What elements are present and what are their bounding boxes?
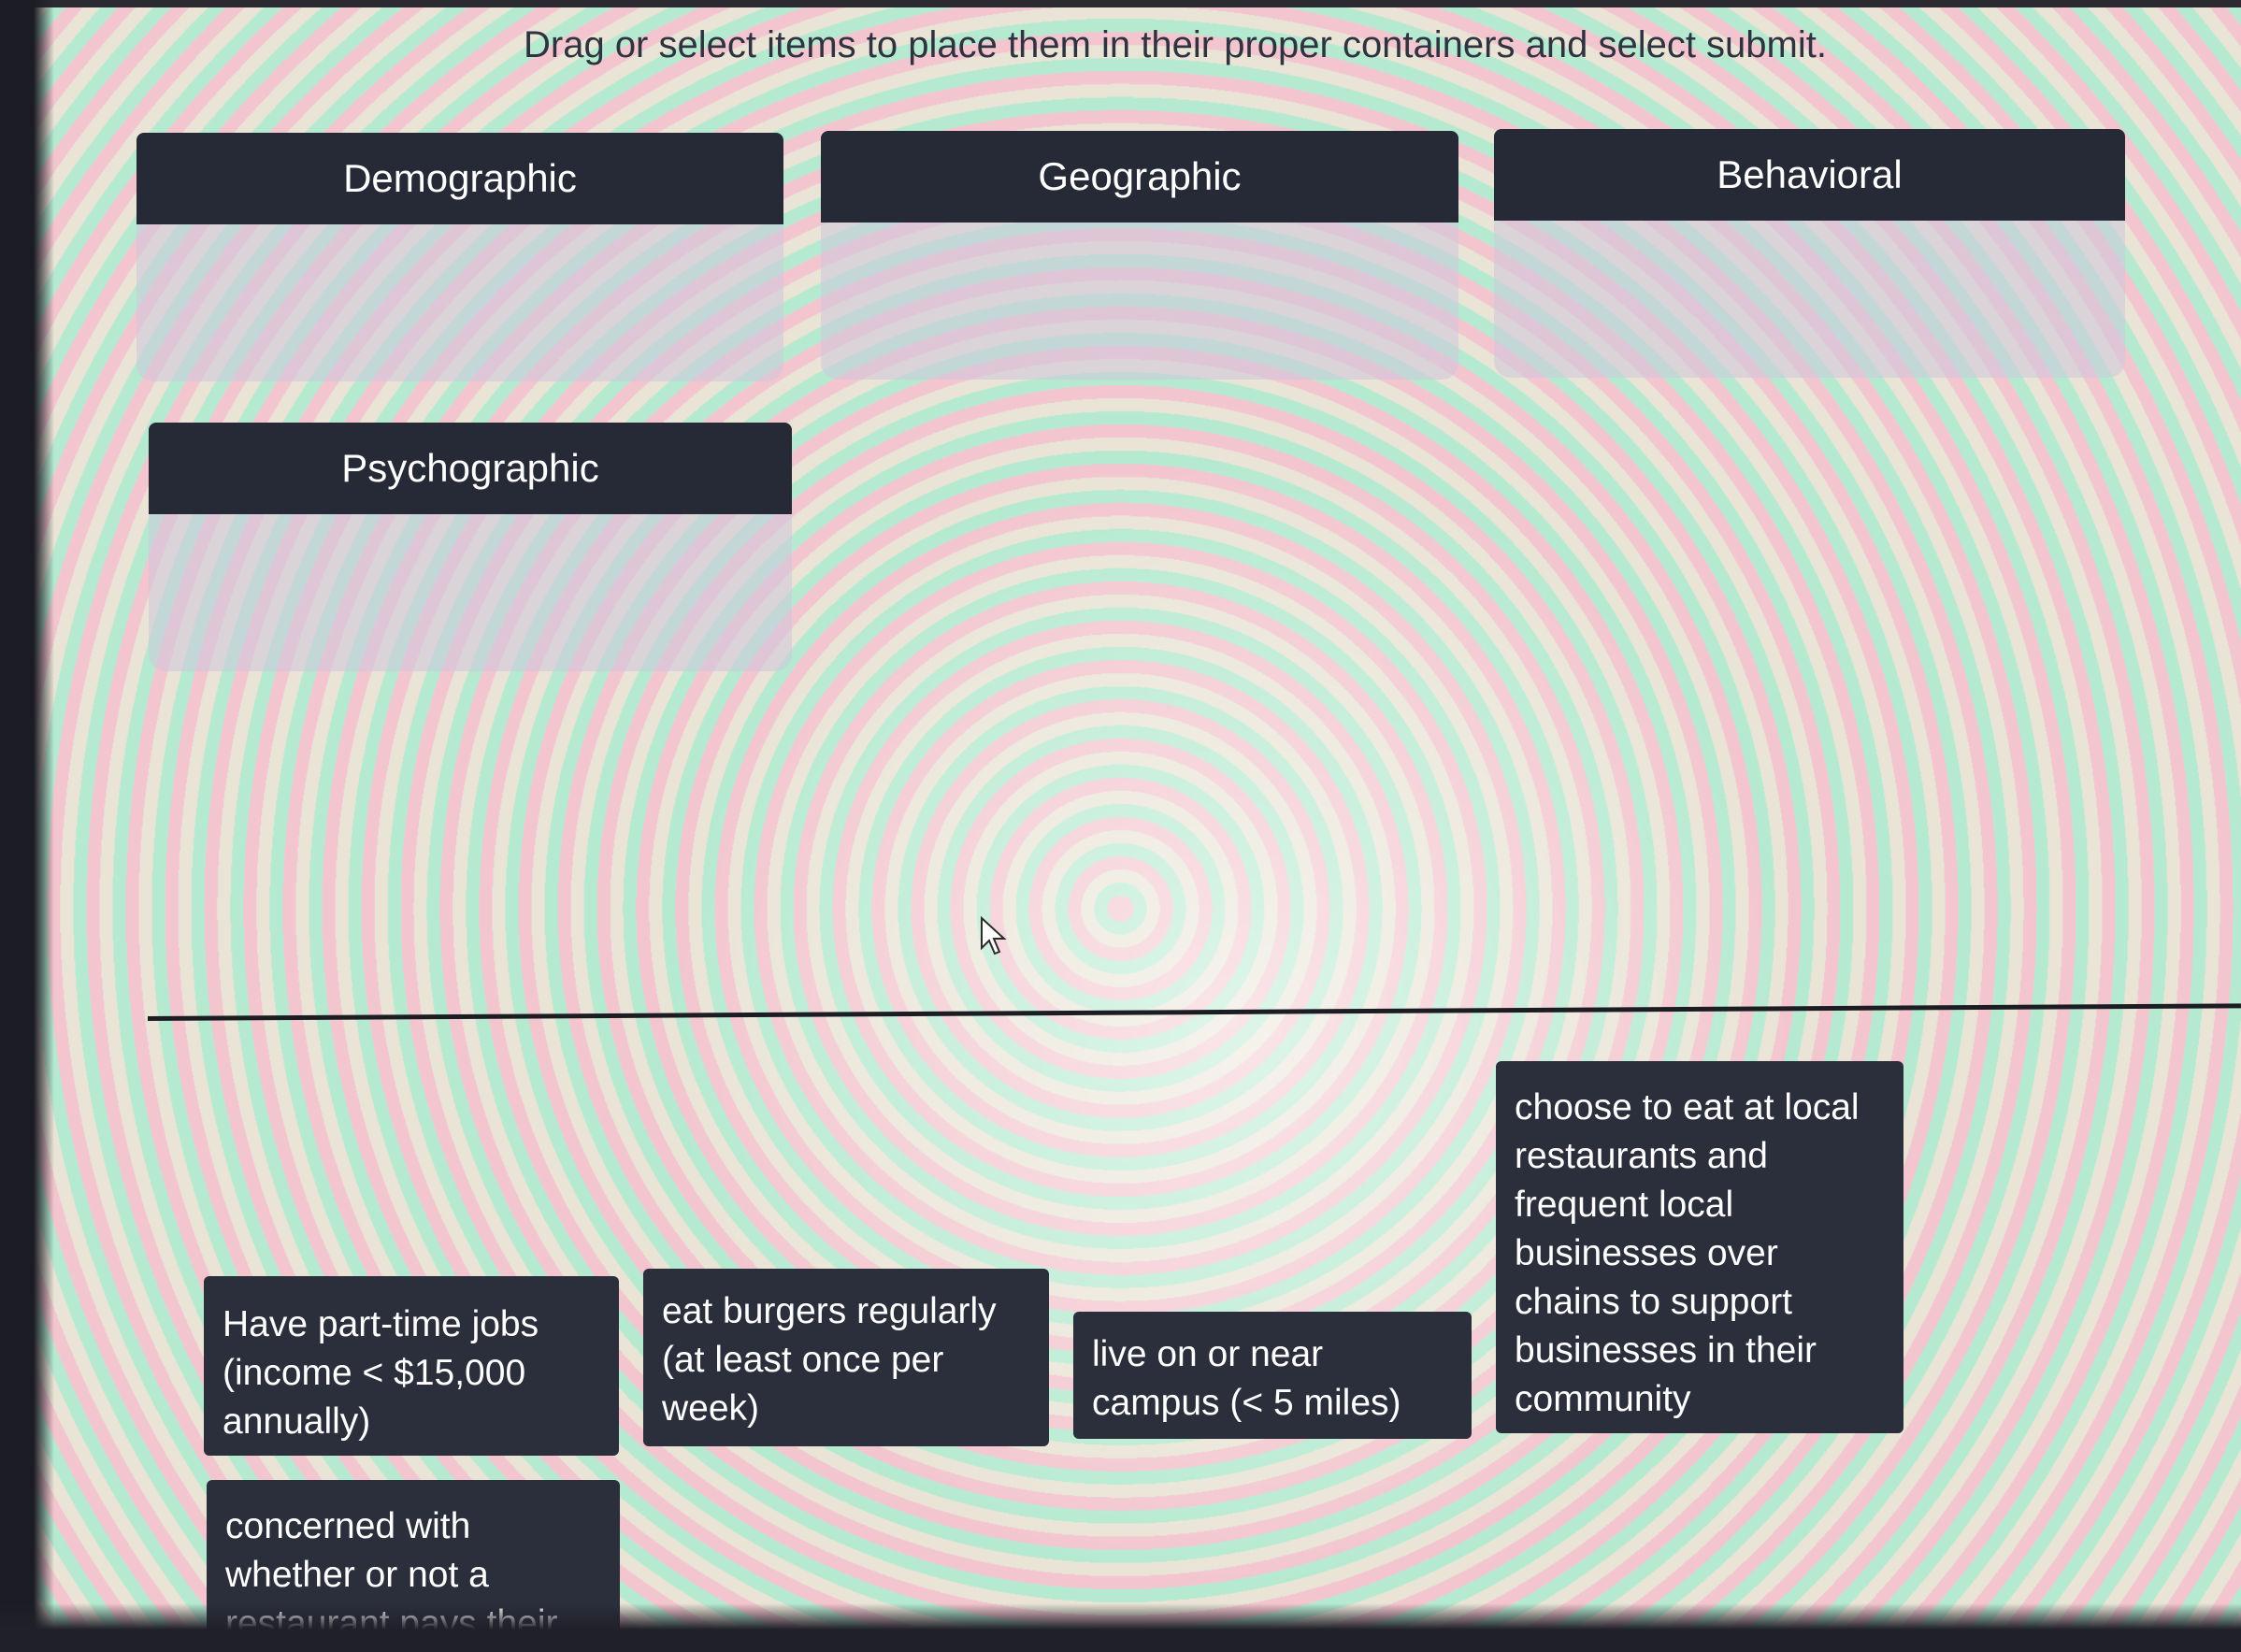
screen-bezel-top (0, 0, 2241, 7)
container-header: Behavioral (1494, 129, 2125, 221)
instruction-text: Drag or select items to place them in th… (524, 24, 1827, 65)
pointer-cursor-icon (981, 916, 1007, 955)
container-demographic[interactable]: Demographic (136, 133, 783, 381)
container-geographic[interactable]: Geographic (821, 131, 1458, 380)
drop-zone[interactable] (149, 514, 792, 671)
item-bank-divider (147, 1003, 2241, 1021)
container-behavioral[interactable]: Behavioral (1494, 129, 2125, 378)
container-psychographic[interactable]: Psychographic (149, 423, 792, 671)
draggable-item-eat-burgers[interactable]: eat burgers regularly (at least once per… (643, 1269, 1049, 1446)
container-header: Demographic (136, 133, 783, 224)
drop-zone[interactable] (1494, 221, 2125, 378)
draggable-item-live-near-campus[interactable]: live on or near campus (< 5 miles) (1073, 1312, 1472, 1439)
drop-zone[interactable] (821, 223, 1458, 380)
container-header: Geographic (821, 131, 1458, 223)
screen-bezel-bottom (0, 1603, 2241, 1652)
container-header: Psychographic (149, 423, 792, 514)
drop-zone[interactable] (136, 224, 783, 381)
draggable-item-part-time-jobs[interactable]: Have part-time jobs (income < $15,000 an… (204, 1276, 619, 1456)
screen-bezel-left (0, 0, 54, 1652)
draggable-item-eat-local[interactable]: choose to eat at local restaurants and f… (1496, 1061, 1903, 1433)
